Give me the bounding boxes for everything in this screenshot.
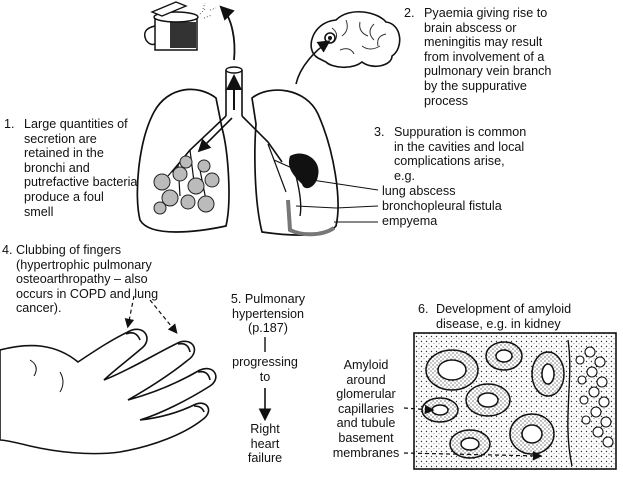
right-heart-failure-label: Right heart failure	[247, 422, 283, 466]
brain-icon	[310, 11, 401, 69]
annotation-3-text: Suppuration is common in the cavities an…	[394, 125, 527, 183]
progressing-to-label: progressing to	[232, 355, 298, 384]
annotation-5-number: 5.	[230, 292, 242, 306]
amyloid-label: Amyloid around glomerular capillaries an…	[332, 358, 400, 460]
annotation-4-text: Clubbing of fingers (hypertrophic pulmon…	[16, 243, 159, 316]
annotation-3-number: 3.	[374, 125, 385, 139]
sputum-pot-icon	[143, 1, 217, 51]
annotation-6-text: Development of amyloid disease, e.g. in …	[436, 302, 572, 331]
lungs-illustration	[136, 66, 379, 237]
annotation-2-number: 2.	[404, 6, 415, 20]
kidney-histology-illustration	[413, 332, 617, 470]
complication-lung-abscess: lung abscess	[382, 184, 456, 198]
annotation-1-number: 1.	[4, 117, 15, 131]
annotation-5-text: 5. Pulmonary hypertension (p.187)	[230, 292, 306, 336]
annotation-1-text: Large quantities of secretion are retain…	[24, 117, 138, 219]
clubbed-fingers-hand-illustration	[0, 328, 217, 455]
annotation-4-number: 4.	[2, 243, 13, 257]
annotation-2-text: Pyaemia giving rise to brain abscess or …	[424, 6, 552, 108]
complication-empyema: empyema	[382, 214, 438, 228]
complication-bronchopleural-fistula: bronchopleural fistula	[382, 199, 502, 213]
annotation-6-number: 6.	[418, 302, 429, 316]
